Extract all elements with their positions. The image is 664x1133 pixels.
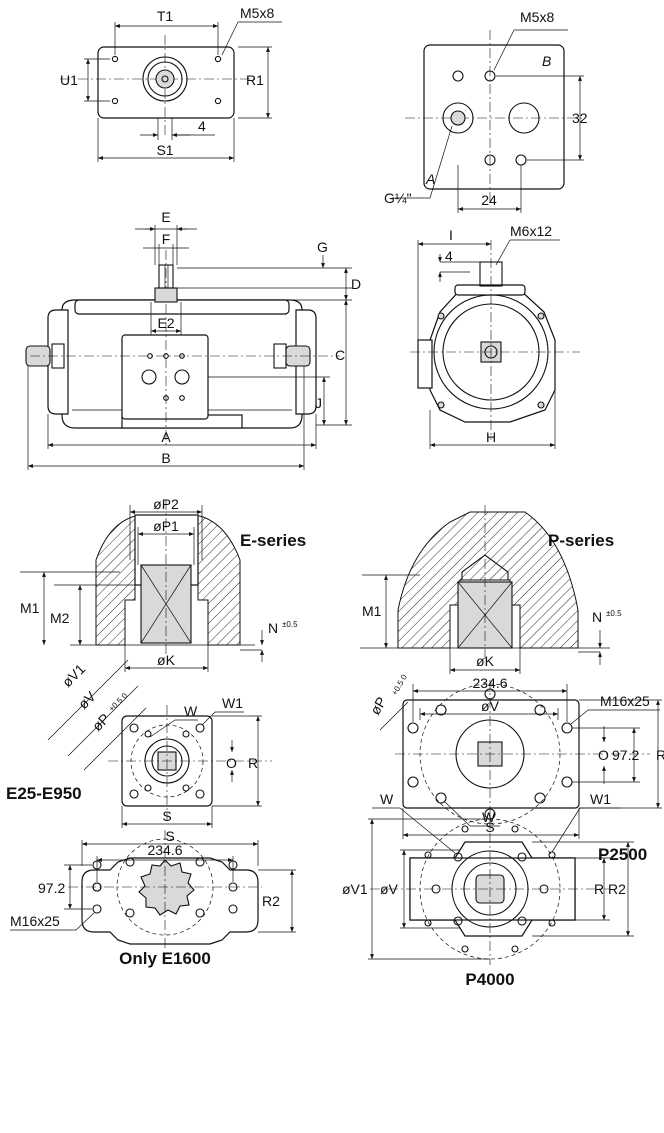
m6x12-label: M6x12: [510, 223, 552, 239]
dim-32-label: 32: [572, 110, 588, 126]
s1-label: S1: [156, 142, 173, 158]
m1-p-label: M1: [362, 603, 382, 619]
r-p-label: R: [656, 747, 664, 763]
dim-24-label: 24: [481, 192, 497, 208]
e25-e950-flange: øV1 øV øP +0.5 0 W W1 O R S E25-E950: [6, 659, 272, 828]
j-label: J: [315, 395, 322, 411]
m1-e-label: M1: [20, 600, 40, 616]
op1-label: øP1: [153, 518, 179, 534]
r-e-label: R: [248, 755, 258, 771]
actuator-end-view: I 4 M6x12 H: [410, 223, 580, 449]
d-label: D: [351, 276, 361, 292]
dim-4-label: 4: [198, 118, 206, 134]
m16x25-p-label: M16x25: [600, 693, 650, 709]
dim-97-p-label: 97.2: [612, 747, 639, 763]
c-label: C: [335, 347, 345, 363]
p2500-title: P2500: [598, 845, 647, 864]
o-e-label: O: [226, 755, 237, 771]
op-p-label: øP: [367, 694, 390, 717]
s-e-label: S: [162, 808, 171, 824]
ok-p-label: øK: [476, 653, 495, 669]
a-label: A: [161, 429, 171, 445]
m5x8-label: M5x8: [240, 5, 274, 21]
w1-p4-label: W1: [590, 791, 611, 807]
e25-e950-title: E25-E950: [6, 784, 82, 803]
s-only-label: S: [165, 828, 174, 844]
ov-e-label: øV: [75, 688, 99, 712]
m2-label: M2: [50, 610, 70, 626]
i-label: I: [449, 227, 453, 243]
n-p-tol: ±0.5: [606, 609, 622, 618]
r2-p4-label: R2: [608, 881, 626, 897]
p4000-title: P4000: [465, 970, 514, 989]
w-e-label: W: [184, 703, 198, 719]
e-series-title: E-series: [240, 531, 306, 550]
u1-label: U1: [60, 72, 78, 88]
n-e-tol: ±0.5: [282, 620, 298, 629]
n-p-label: N: [592, 609, 602, 625]
dim-4-end-label: 4: [445, 248, 453, 264]
port-face-view: M5x8 B A 32 24 G¼": [384, 9, 588, 213]
face-a-label: A: [425, 171, 435, 187]
t1-label: T1: [157, 8, 174, 24]
w-p4-label: W: [380, 791, 394, 807]
h-label: H: [486, 429, 496, 445]
op2-label: øP2: [153, 496, 179, 512]
n-e-label: N: [268, 620, 278, 636]
p-series-title: P-series: [548, 531, 614, 550]
f-label: F: [162, 231, 171, 247]
w-p-label: W: [482, 809, 496, 825]
dim-234-only-label: 234.6: [147, 842, 182, 858]
s-p-label: S: [485, 819, 494, 835]
ov1-e-label: øV1: [59, 661, 89, 691]
ok-e-label: øK: [157, 652, 176, 668]
r-p4-label: R: [594, 881, 604, 897]
m5x8-port-label: M5x8: [520, 9, 554, 25]
only-e1600-flange: S 234.6 97.2 R2 M16x25 Only E1600: [10, 828, 296, 968]
p4000-flange: W W1 øV1 øV R R2 P4000: [342, 791, 634, 989]
g-quarter-label: G¼": [384, 190, 412, 206]
r2-only-label: R2: [262, 893, 280, 909]
dim-234-p-label: 234.6: [472, 675, 507, 691]
only-e1600-title: Only E1600: [119, 949, 211, 968]
op-e-label: øP: [89, 710, 113, 734]
ov-p-label: øV: [481, 698, 500, 714]
o-p-label: O: [598, 747, 609, 763]
p-series-section: P-series M1 N ±0.5 øK: [360, 505, 622, 674]
p2500-flange: 234.6 øV øP +0.5 0 M16x25 O 97.2 R W S P…: [367, 673, 664, 864]
dim-97-only-label: 97.2: [38, 880, 65, 896]
top-flange-view: T1 M5x8 U1 R1 4 S1: [60, 5, 282, 162]
e-label: E: [161, 209, 170, 225]
b-label: B: [161, 450, 170, 466]
e2-label: E2: [157, 315, 174, 331]
face-b-label: B: [542, 53, 551, 69]
g-label: G: [317, 239, 328, 255]
r1-label: R1: [246, 72, 264, 88]
ov1-p4-label: øV1: [342, 881, 368, 897]
m16x25-only-label: M16x25: [10, 913, 60, 929]
op-e-tol: +0.5 0: [107, 691, 130, 714]
e-series-section: E-series øP2 øP1 M1 M2 N ±0.5 øK: [20, 496, 306, 672]
ov-p4-label: øV: [380, 881, 399, 897]
op-p-tol: +0.5 0: [390, 673, 409, 697]
w1-e-label: W1: [222, 695, 243, 711]
actuator-side-view: E F G D C J E2 A B: [25, 209, 361, 470]
